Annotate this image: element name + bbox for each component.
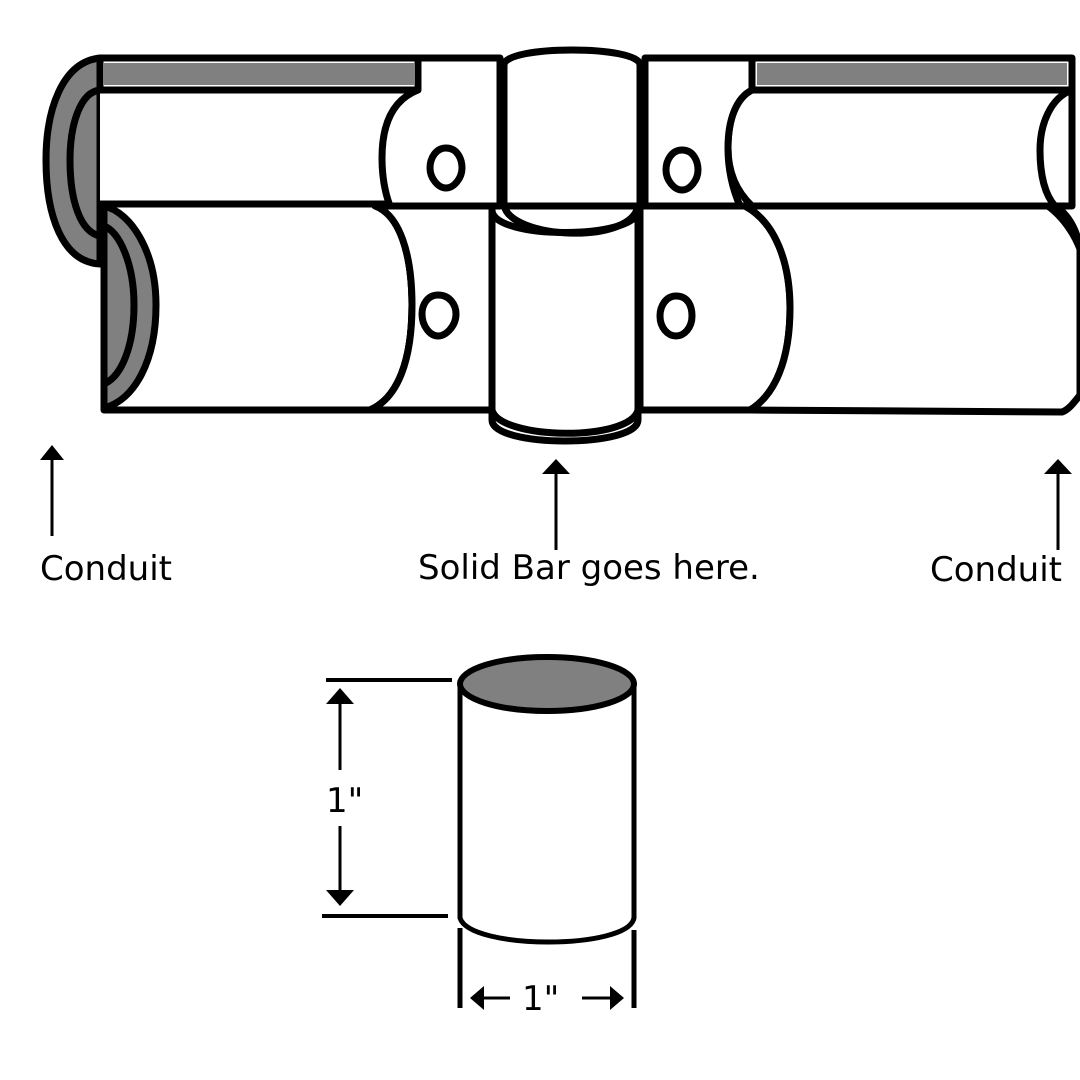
label-conduit-left: Conduit — [40, 549, 172, 589]
bolt-hole-upper-right — [662, 146, 702, 194]
width-dimension-label: 1" — [522, 979, 559, 1019]
bolt-hole-upper-left — [426, 144, 466, 192]
right-bottom-conduit — [741, 202, 1080, 416]
label-conduit-right: Conduit — [930, 550, 1062, 590]
bolt-hole-lower-left — [418, 291, 460, 340]
label-solid-bar: Solid Bar goes here. — [418, 548, 760, 588]
arrow-solid-bar — [542, 459, 570, 550]
height-dimension-label: 1" — [326, 781, 363, 821]
conduit-assembly — [42, 46, 1080, 445]
solid-bar-body — [457, 684, 637, 945]
right-top-conduit — [724, 54, 1076, 210]
width-dimension — [457, 928, 637, 1010]
solid-bar-top-face — [457, 654, 637, 714]
left-bottom-conduit — [100, 200, 416, 414]
bolt-holes — [418, 144, 702, 340]
arrow-left-conduit — [40, 445, 64, 536]
arrow-right-conduit — [1044, 459, 1072, 550]
height-dimension — [322, 678, 452, 918]
solid-bar-cylinder — [488, 46, 644, 445]
pointer-arrows — [40, 445, 1072, 550]
solid-bar-detail — [457, 654, 637, 945]
bolt-hole-lower-right — [656, 292, 696, 340]
